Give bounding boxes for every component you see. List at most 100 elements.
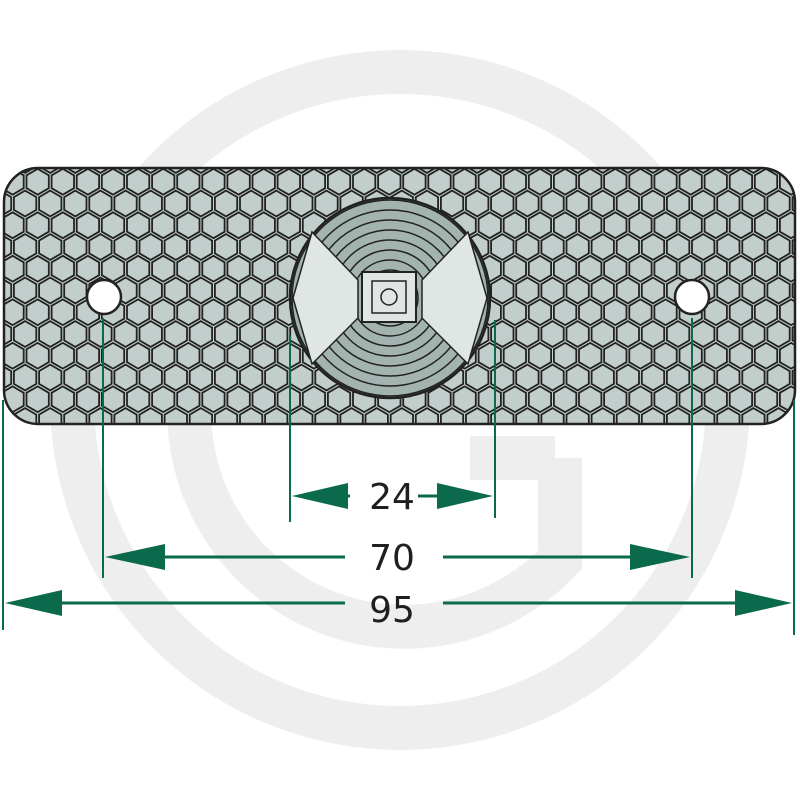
hex-cell: [642, 452, 664, 478]
hex-cell: [315, 452, 337, 478]
hex-cell: [767, 495, 789, 521]
hex-cell: [188, 363, 214, 392]
hex-cell: [38, 276, 63, 305]
hex-cell: [264, 189, 289, 218]
hex-cell: [730, 517, 752, 543]
hex-cell: [578, 254, 603, 283]
hex-cell: [515, 363, 540, 392]
hex-cell: [592, 539, 614, 565]
hex-cell: [0, 539, 11, 565]
hex-cell: [615, 276, 640, 305]
hex-cell: [4, 233, 13, 261]
hex-cell: [126, 211, 151, 240]
hex-cell: [239, 189, 264, 218]
hex-cell: [653, 211, 678, 240]
hex-cell: [629, 473, 651, 499]
hex-cell: [38, 363, 63, 392]
hex-cell: [289, 168, 314, 174]
hex-cell: [640, 168, 666, 174]
hex-cell: [188, 320, 214, 348]
hex-cell: [226, 211, 251, 240]
hex-cell: [653, 168, 678, 196]
hex-cell: [578, 298, 603, 327]
hex-cell: [579, 560, 601, 586]
hex-cell: [628, 341, 653, 370]
hex-cell: [603, 254, 628, 283]
hex-cell: [377, 168, 402, 196]
hex-cell: [554, 430, 576, 456]
hex-cell: [52, 517, 74, 543]
hex-cell: [264, 276, 289, 305]
hex-cell: [728, 211, 753, 240]
hex-cell: [490, 233, 515, 261]
hex-cell: [25, 168, 50, 196]
hex-cell: [414, 407, 440, 424]
hex-cell: [264, 363, 289, 392]
hex-cell: [439, 407, 465, 424]
hex-cell: [615, 320, 640, 348]
hex-cell: [39, 539, 61, 565]
hex-cell: [515, 320, 540, 348]
hex-cell: [328, 517, 350, 543]
hex-cell: [113, 189, 138, 218]
hex-cell: [213, 233, 239, 261]
hex-cell: [565, 320, 590, 348]
hex-cell: [779, 211, 795, 240]
hex-cell: [163, 363, 188, 392]
hex-cell: [4, 211, 25, 240]
hex-cell: [502, 298, 527, 327]
hex-cell: [553, 211, 578, 240]
hex-cell: [265, 452, 287, 478]
lens-wedge-left: [292, 230, 359, 366]
hex-cell: [441, 539, 463, 565]
hex-cell: [226, 298, 251, 327]
hex-cell: [779, 168, 795, 196]
hex-cell: [515, 233, 540, 261]
hex-cell: [603, 211, 628, 240]
hex-cell: [791, 233, 795, 261]
hex-cell: [477, 168, 502, 196]
hex-cell: [579, 604, 601, 630]
hex-cell: [88, 233, 113, 261]
dimension-label-95: 95: [369, 590, 415, 631]
hex-cell: [741, 407, 766, 424]
dimension-24: [292, 483, 493, 509]
hex-cell: [177, 560, 199, 586]
hex-cell: [151, 385, 176, 414]
hex-cell: [454, 517, 476, 543]
hex-cell: [629, 517, 651, 543]
hex-cell: [667, 452, 689, 478]
hex-cell: [791, 276, 795, 305]
hex-cell: [88, 320, 113, 348]
hex-cell: [590, 276, 615, 305]
hex-cell: [553, 341, 578, 370]
hex-cell: [791, 320, 795, 348]
hex-cell: [628, 168, 653, 196]
hex-cell: [617, 452, 639, 478]
hex-cell: [439, 168, 465, 174]
hex-cell: [553, 168, 578, 196]
hex-cell: [213, 363, 239, 392]
hex-cell: [227, 604, 249, 630]
hex-cell: [490, 168, 515, 174]
hex-cell: [428, 517, 450, 543]
hex-cell: [27, 517, 49, 543]
hex-cell: [767, 452, 789, 478]
hex-cell: [742, 495, 764, 521]
hex-cell: [590, 189, 615, 218]
hex-cell: [755, 560, 777, 586]
hex-cell: [628, 254, 653, 283]
hex-cell: [680, 430, 702, 456]
hex-cell: [780, 473, 800, 499]
hex-cell: [454, 560, 476, 586]
hex-cell: [113, 363, 138, 392]
hex-cell: [251, 341, 276, 370]
hex-cell: [102, 430, 124, 456]
hex-cell: [88, 168, 113, 174]
hex-cell: [590, 320, 615, 348]
hex-cell: [213, 168, 239, 174]
hex-cell: [728, 168, 753, 196]
hex-cell: [527, 211, 552, 240]
hex-cell: [742, 452, 764, 478]
hex-cell: [201, 385, 226, 414]
